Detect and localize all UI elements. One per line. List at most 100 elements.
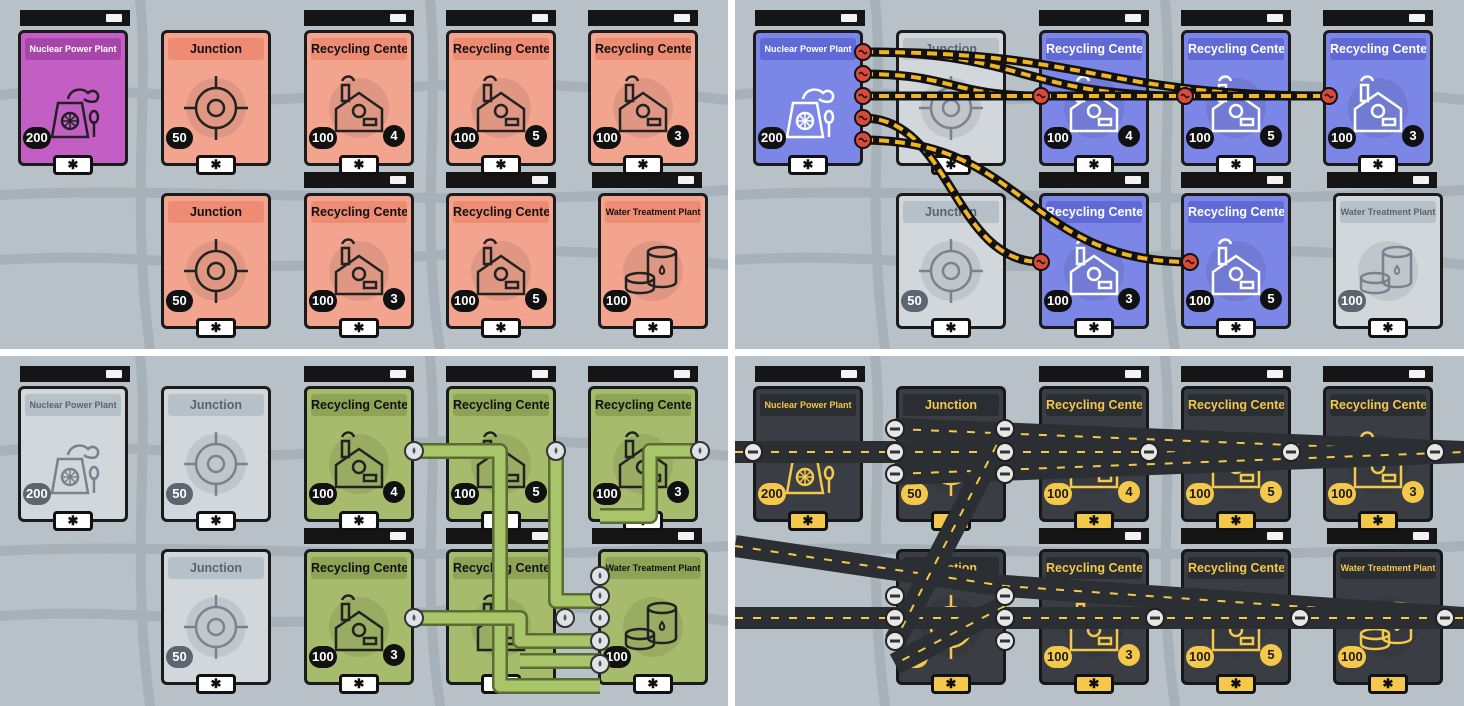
recycling-house-icon xyxy=(324,429,394,504)
count-badge: 3 xyxy=(667,481,689,503)
cost-badge: 100 xyxy=(1338,290,1366,312)
worker-slot[interactable]: ✱ xyxy=(339,318,379,338)
junction-card[interactable]: Junction 50✱ xyxy=(896,193,1006,338)
worker-slot[interactable]: ✱ xyxy=(931,155,971,175)
card-title: Recycling Center xyxy=(453,201,549,223)
panel-top-left: Nuclear Power Plant 200✱ Junction 50✱ Recy… xyxy=(0,0,728,349)
junction-card[interactable]: Junction 50✱ xyxy=(161,386,271,531)
count-badge: 3 xyxy=(383,288,405,310)
worker-slot[interactable]: ✱ xyxy=(339,155,379,175)
worker-slot[interactable]: ✱ xyxy=(1216,155,1256,175)
worker-slot[interactable]: ✱ xyxy=(633,318,673,338)
worker-slot[interactable]: ✱ xyxy=(623,511,663,531)
worker-slot[interactable]: ✱ xyxy=(931,674,971,694)
junction-card[interactable]: Junction 50✱ xyxy=(896,549,1006,694)
cost-badge: 100 xyxy=(1044,646,1072,668)
worker-slot[interactable]: ✱ xyxy=(481,155,521,175)
cost-badge: 100 xyxy=(309,646,337,668)
water-card[interactable]: Water Treatment Plant 100✱ xyxy=(598,193,708,338)
worker-slot[interactable]: ✱ xyxy=(1368,318,1408,338)
junction-card[interactable]: Junction ✱ xyxy=(896,30,1006,175)
water-card[interactable]: Water Treatment Plant 100✱ xyxy=(598,549,708,694)
card-header-tag xyxy=(304,366,414,382)
roundabout-icon xyxy=(181,236,251,311)
worker-slot[interactable]: ✱ xyxy=(196,674,236,694)
count-badge: 3 xyxy=(667,125,689,147)
panel-top-right: Nuclear Power Plant 200✱ Junction ✱ Recycl… xyxy=(735,0,1464,349)
worker-slot[interactable]: ✱ xyxy=(339,674,379,694)
worker-slot[interactable]: ✱ xyxy=(196,511,236,531)
worker-slot[interactable]: ✱ xyxy=(196,318,236,338)
card-title: Water Treatment Plant xyxy=(605,557,701,579)
worker-slot[interactable]: ✱ xyxy=(1074,511,1114,531)
power-card[interactable]: Nuclear Power Plant 200✱ xyxy=(753,386,863,531)
recycling-house-icon xyxy=(466,73,536,148)
junction-card[interactable]: Junction 50✱ xyxy=(161,193,271,338)
worker-slot[interactable]: ✱ xyxy=(1368,674,1408,694)
worker-slot[interactable]: ✱ xyxy=(481,318,521,338)
worker-slot[interactable]: ✱ xyxy=(339,511,379,531)
worker-slot[interactable]: ✱ xyxy=(1074,155,1114,175)
cost-badge: 50 xyxy=(901,483,928,505)
worker-slot[interactable]: ✱ xyxy=(931,318,971,338)
card-title: Recycling Center xyxy=(311,201,407,223)
worker-slot[interactable]: ✱ xyxy=(623,155,663,175)
junction-card[interactable]: Junction 50✱ xyxy=(896,386,1006,531)
cost-badge: 100 xyxy=(1186,290,1214,312)
card-title: Recycling Center xyxy=(595,38,691,60)
worker-slot[interactable]: ✱ xyxy=(1358,155,1398,175)
worker-slot[interactable]: ✱ xyxy=(53,155,93,175)
junction-card[interactable]: Junction 50✱ xyxy=(161,30,271,175)
worker-slot[interactable]: ✱ xyxy=(1074,674,1114,694)
worker-slot[interactable]: ✱ xyxy=(788,155,828,175)
power-card[interactable]: Nuclear Power Plant 200✱ xyxy=(18,386,128,531)
worker-slot[interactable]: ✱ xyxy=(53,511,93,531)
worker-slot[interactable]: ✱ xyxy=(1074,318,1114,338)
worker-slot[interactable]: ✱ xyxy=(481,674,521,694)
recycling-card[interactable]: Recycling Center ✱ xyxy=(446,549,556,694)
power-card[interactable]: Nuclear Power Plant 200✱ xyxy=(753,30,863,175)
card-title: Recycling Center xyxy=(311,394,407,416)
count-badge: 4 xyxy=(1118,125,1140,147)
worker-slot[interactable]: ✱ xyxy=(1216,674,1256,694)
water-tanks-icon xyxy=(618,592,688,667)
card-title: Nuclear Power Plant xyxy=(760,394,856,416)
worker-slot[interactable]: ✱ xyxy=(1216,318,1256,338)
card-header-tag xyxy=(1181,172,1291,188)
water-card[interactable]: Water Treatment Plant 100✱ xyxy=(1333,549,1443,694)
worker-slot[interactable]: ✱ xyxy=(481,511,521,531)
card-header-tag xyxy=(592,528,702,544)
power-card[interactable]: Nuclear Power Plant 200✱ xyxy=(18,30,128,175)
worker-slot[interactable]: ✱ xyxy=(788,511,828,531)
worker-slot[interactable]: ✱ xyxy=(1216,511,1256,531)
junction-card[interactable]: Junction 50✱ xyxy=(161,549,271,694)
cost-badge: 100 xyxy=(593,483,621,505)
worker-slot[interactable]: ✱ xyxy=(1358,511,1398,531)
water-card[interactable]: Water Treatment Plant 100✱ xyxy=(1333,193,1443,338)
cost-badge: 50 xyxy=(166,127,193,149)
card-title: Nuclear Power Plant xyxy=(25,38,121,60)
worker-slot[interactable]: ✱ xyxy=(931,511,971,531)
cost-badge: 100 xyxy=(309,127,337,149)
worker-slot[interactable]: ✱ xyxy=(196,155,236,175)
worker-slot[interactable]: ✱ xyxy=(633,674,673,694)
